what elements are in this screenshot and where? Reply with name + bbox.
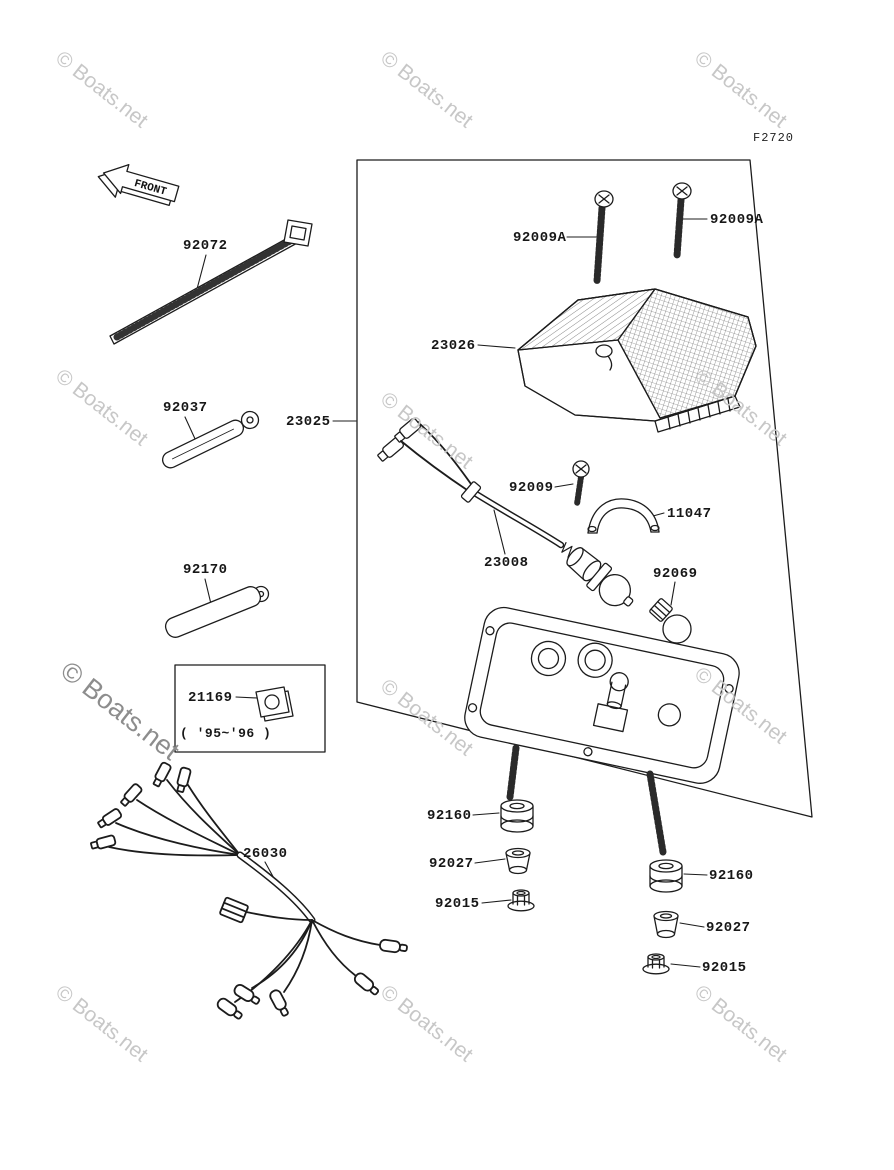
stud-left: [506, 744, 520, 801]
screw-drawing-92009a-right: [672, 182, 692, 260]
damper-strip-drawing: [164, 585, 270, 638]
part-label-92027-left: 92027: [429, 856, 474, 872]
part-label-92027-right: 92027: [706, 920, 751, 936]
note-years: ( '95~'96 ): [180, 726, 272, 741]
part-label-23026: 23026: [431, 338, 476, 354]
part-label-92009a-left: 92009A: [513, 230, 567, 246]
part-label-92015-right: 92015: [702, 960, 747, 976]
stud-right: [646, 770, 667, 856]
clamp-drawing: [255, 686, 294, 722]
bracket-drawing: [587, 498, 660, 534]
part-label-92072: 92072: [183, 238, 228, 254]
part-label-11047: 11047: [667, 506, 712, 522]
part-label-92069: 92069: [653, 566, 698, 582]
part-label-92170: 92170: [183, 562, 228, 578]
part-label-21169: 21169: [188, 690, 233, 706]
part-label-23008: 23008: [484, 555, 529, 571]
screw-drawing-92009a-left: [593, 190, 614, 285]
part-label-92160-right: 92160: [709, 868, 754, 884]
trim-strip-drawing: [161, 410, 260, 469]
collar-drawing-left: [505, 847, 531, 875]
grommet-drawing-left: [500, 799, 534, 833]
housing-drawing: [464, 606, 740, 784]
front-arrow: FRONT: [97, 163, 180, 206]
lens-drawing: [517, 288, 757, 433]
part-label-92009a-right: 92009A: [710, 212, 764, 228]
parts-box-outline: [356, 159, 813, 818]
harness-drawing: [90, 761, 408, 1020]
cable-tie-drawing: [109, 219, 313, 345]
part-label-92037: 92037: [163, 400, 208, 416]
grommet-drawing-right: [649, 859, 683, 893]
nut-drawing-left: [507, 889, 535, 912]
part-label-92160-left: 92160: [427, 808, 472, 824]
part-label-92009: 92009: [509, 480, 554, 496]
part-label-26030: 26030: [243, 846, 288, 862]
screw-drawing-92009: [572, 460, 590, 507]
nut-drawing-right: [642, 953, 670, 975]
leader-lines: [184, 218, 708, 968]
part-label-92015-left: 92015: [435, 896, 480, 912]
taillight-wiring-drawing: [377, 417, 634, 607]
figure-code: F2720: [753, 131, 795, 145]
note-box: [174, 664, 326, 753]
part-label-23025: 23025: [286, 414, 331, 430]
bulb-drawing: [649, 598, 692, 644]
collar-drawing-right: [653, 910, 679, 939]
